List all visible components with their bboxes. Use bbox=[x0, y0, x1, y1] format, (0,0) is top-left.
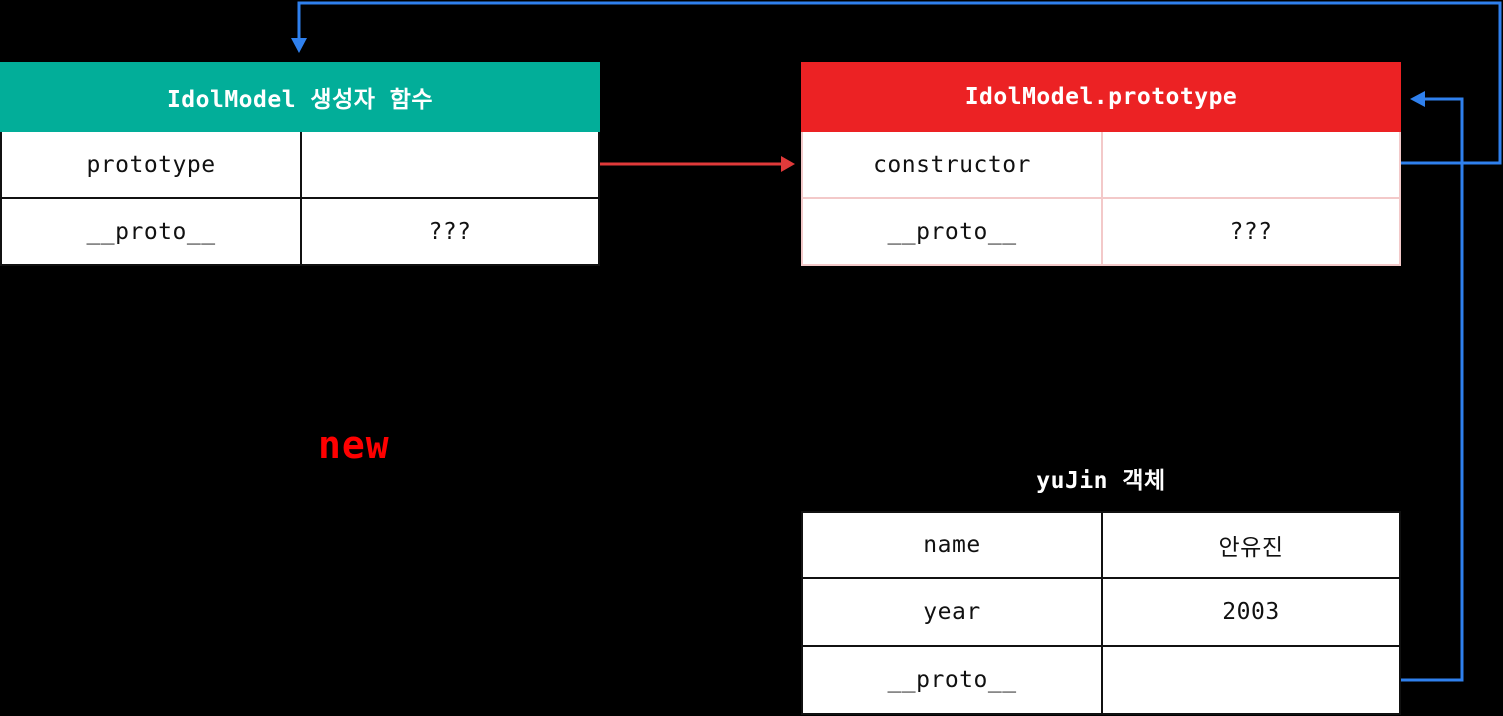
object-table-value-name: 안유진 bbox=[1101, 513, 1401, 577]
constructor-table-key-prototype: prototype bbox=[0, 132, 300, 197]
object-table-key-name: name bbox=[801, 513, 1101, 577]
table-row: constructor bbox=[801, 132, 1401, 199]
constructor-table-value-proto: ??? bbox=[300, 199, 600, 264]
prototype-table: IdolModel.prototype constructor __proto_… bbox=[801, 62, 1401, 267]
object-table-title: yuJin 객체 bbox=[1036, 468, 1166, 494]
table-row: prototype bbox=[0, 132, 600, 199]
object-table-key-proto: __proto__ bbox=[801, 647, 1101, 713]
constructor-function-table: IdolModel 생성자 함수 prototype __proto__ ??? bbox=[0, 62, 600, 267]
new-keyword-label: new bbox=[318, 423, 390, 467]
table-row: year 2003 bbox=[801, 579, 1401, 647]
constructor-table-value-prototype bbox=[300, 132, 600, 197]
prototype-table-value-constructor bbox=[1101, 132, 1401, 197]
table-row: name 안유진 bbox=[801, 511, 1401, 579]
object-table: name 안유진 year 2003 __proto__ bbox=[801, 511, 1401, 716]
prototype-table-key-constructor: constructor bbox=[801, 132, 1101, 197]
object-table-value-year: 2003 bbox=[1101, 579, 1401, 645]
table-row: __proto__ bbox=[801, 647, 1401, 715]
constructor-function-table-title: IdolModel 생성자 함수 bbox=[0, 62, 600, 132]
object-table-key-year: year bbox=[801, 579, 1101, 645]
prototype-table-key-proto: __proto__ bbox=[801, 199, 1101, 264]
object-table-value-proto bbox=[1101, 647, 1401, 713]
prototype-table-value-proto: ??? bbox=[1101, 199, 1401, 264]
constructor-table-key-proto: __proto__ bbox=[0, 199, 300, 264]
table-row: __proto__ ??? bbox=[0, 199, 600, 266]
table-row: __proto__ ??? bbox=[801, 199, 1401, 266]
prototype-table-title: IdolModel.prototype bbox=[801, 62, 1401, 132]
